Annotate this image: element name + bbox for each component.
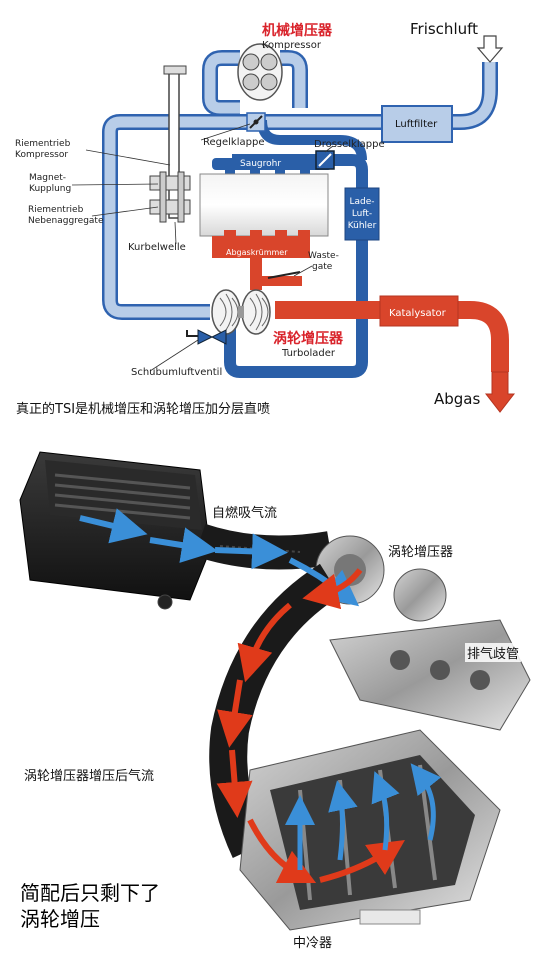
supercharger xyxy=(237,43,283,101)
tsi-schematic: 机械增压器 Kompressor Frischluft Regelklappe … xyxy=(15,20,516,413)
label-exhaust-manifold: 排气歧管 xyxy=(465,643,522,662)
caption-top: 真正的TSI是机械增压和涡轮增压加分层直喷 xyxy=(16,402,271,417)
regelklappe-label: Regelklappe xyxy=(203,137,264,148)
intake-manifold-part xyxy=(239,729,501,931)
riementrieb-kompressor-line2: Kompressor xyxy=(15,150,68,160)
label-turbo-photo: 涡轮增压器 xyxy=(386,541,456,560)
intercooler-box xyxy=(344,187,380,241)
airbox xyxy=(19,451,211,610)
kompressor-label: Kompressor xyxy=(262,40,322,51)
exhaust-manifold-part xyxy=(329,619,531,731)
wastegate-line2: gate xyxy=(312,262,333,272)
magnet-kupplung-line2: Kupplung xyxy=(29,184,71,194)
control-flap xyxy=(246,112,266,132)
throttle-valve xyxy=(315,150,335,170)
wastegate xyxy=(267,271,301,279)
fresh-air-arrow xyxy=(476,35,504,63)
label-intercooler: 中冷器 xyxy=(291,932,335,951)
label-intake-flow: 自燃吸气流 xyxy=(210,502,280,521)
engine-photo xyxy=(19,451,531,931)
ladeluft-line1: Lade- xyxy=(349,197,374,207)
abgaskruemmer-label: Abgaskrümmer xyxy=(226,248,288,257)
supercharger-cn-label: 机械增压器 xyxy=(262,22,333,39)
katalysator-label: Katalysator xyxy=(389,308,447,319)
leader-lines xyxy=(71,43,334,372)
air-filter xyxy=(381,105,453,143)
riementrieb-neben-line2: Nebenaggregate xyxy=(28,216,104,226)
schubumluftventil-label: Schubumluftventil xyxy=(131,367,222,378)
label-boost-flow: 涡轮增压器增压后气流 xyxy=(22,765,157,784)
frischluft-label: Frischluft xyxy=(410,20,478,38)
magnet-kupplung-line1: Magnet- xyxy=(29,173,66,183)
turbo-cn-label: 涡轮增压器 xyxy=(273,330,344,347)
turbolader-label: Turbolader xyxy=(281,348,336,359)
drosselklappe-label: Drosselklappe xyxy=(314,139,385,150)
caption-bottom: 简配后只剩下了 涡轮增压 xyxy=(20,880,160,932)
belt-drive xyxy=(149,65,191,223)
caption-bottom-line2: 涡轮增压 xyxy=(20,907,100,931)
caption-bottom-line1: 简配后只剩下了 xyxy=(20,881,160,905)
turbocharger xyxy=(211,289,271,335)
exhaust-manifold xyxy=(212,230,310,290)
catalytic-converter xyxy=(379,295,459,327)
saugrohr-label: Saugrohr xyxy=(240,159,281,169)
ladeluft-line3: Kühler xyxy=(348,221,377,231)
fresh-air-pipe xyxy=(102,50,498,320)
exhaust-pipe xyxy=(275,301,509,372)
abgas-label: Abgas xyxy=(434,390,480,408)
engine-block xyxy=(199,173,329,237)
diverter-valve xyxy=(186,329,227,345)
manifold-flow-arrows xyxy=(285,763,442,870)
luftfilter-label: Luftfilter xyxy=(395,119,438,130)
kurbelwelle-label: Kurbelwelle xyxy=(128,242,186,253)
riementrieb-kompressor-line1: Riementrieb xyxy=(15,139,71,149)
exhaust-arrow xyxy=(484,371,516,413)
wastegate-line1: Waste- xyxy=(308,251,339,261)
ladeluft-line2: Luft- xyxy=(352,209,372,219)
boost-flow-arrows xyxy=(216,568,405,884)
riementrieb-neben-line1: Riementrieb xyxy=(28,205,84,215)
